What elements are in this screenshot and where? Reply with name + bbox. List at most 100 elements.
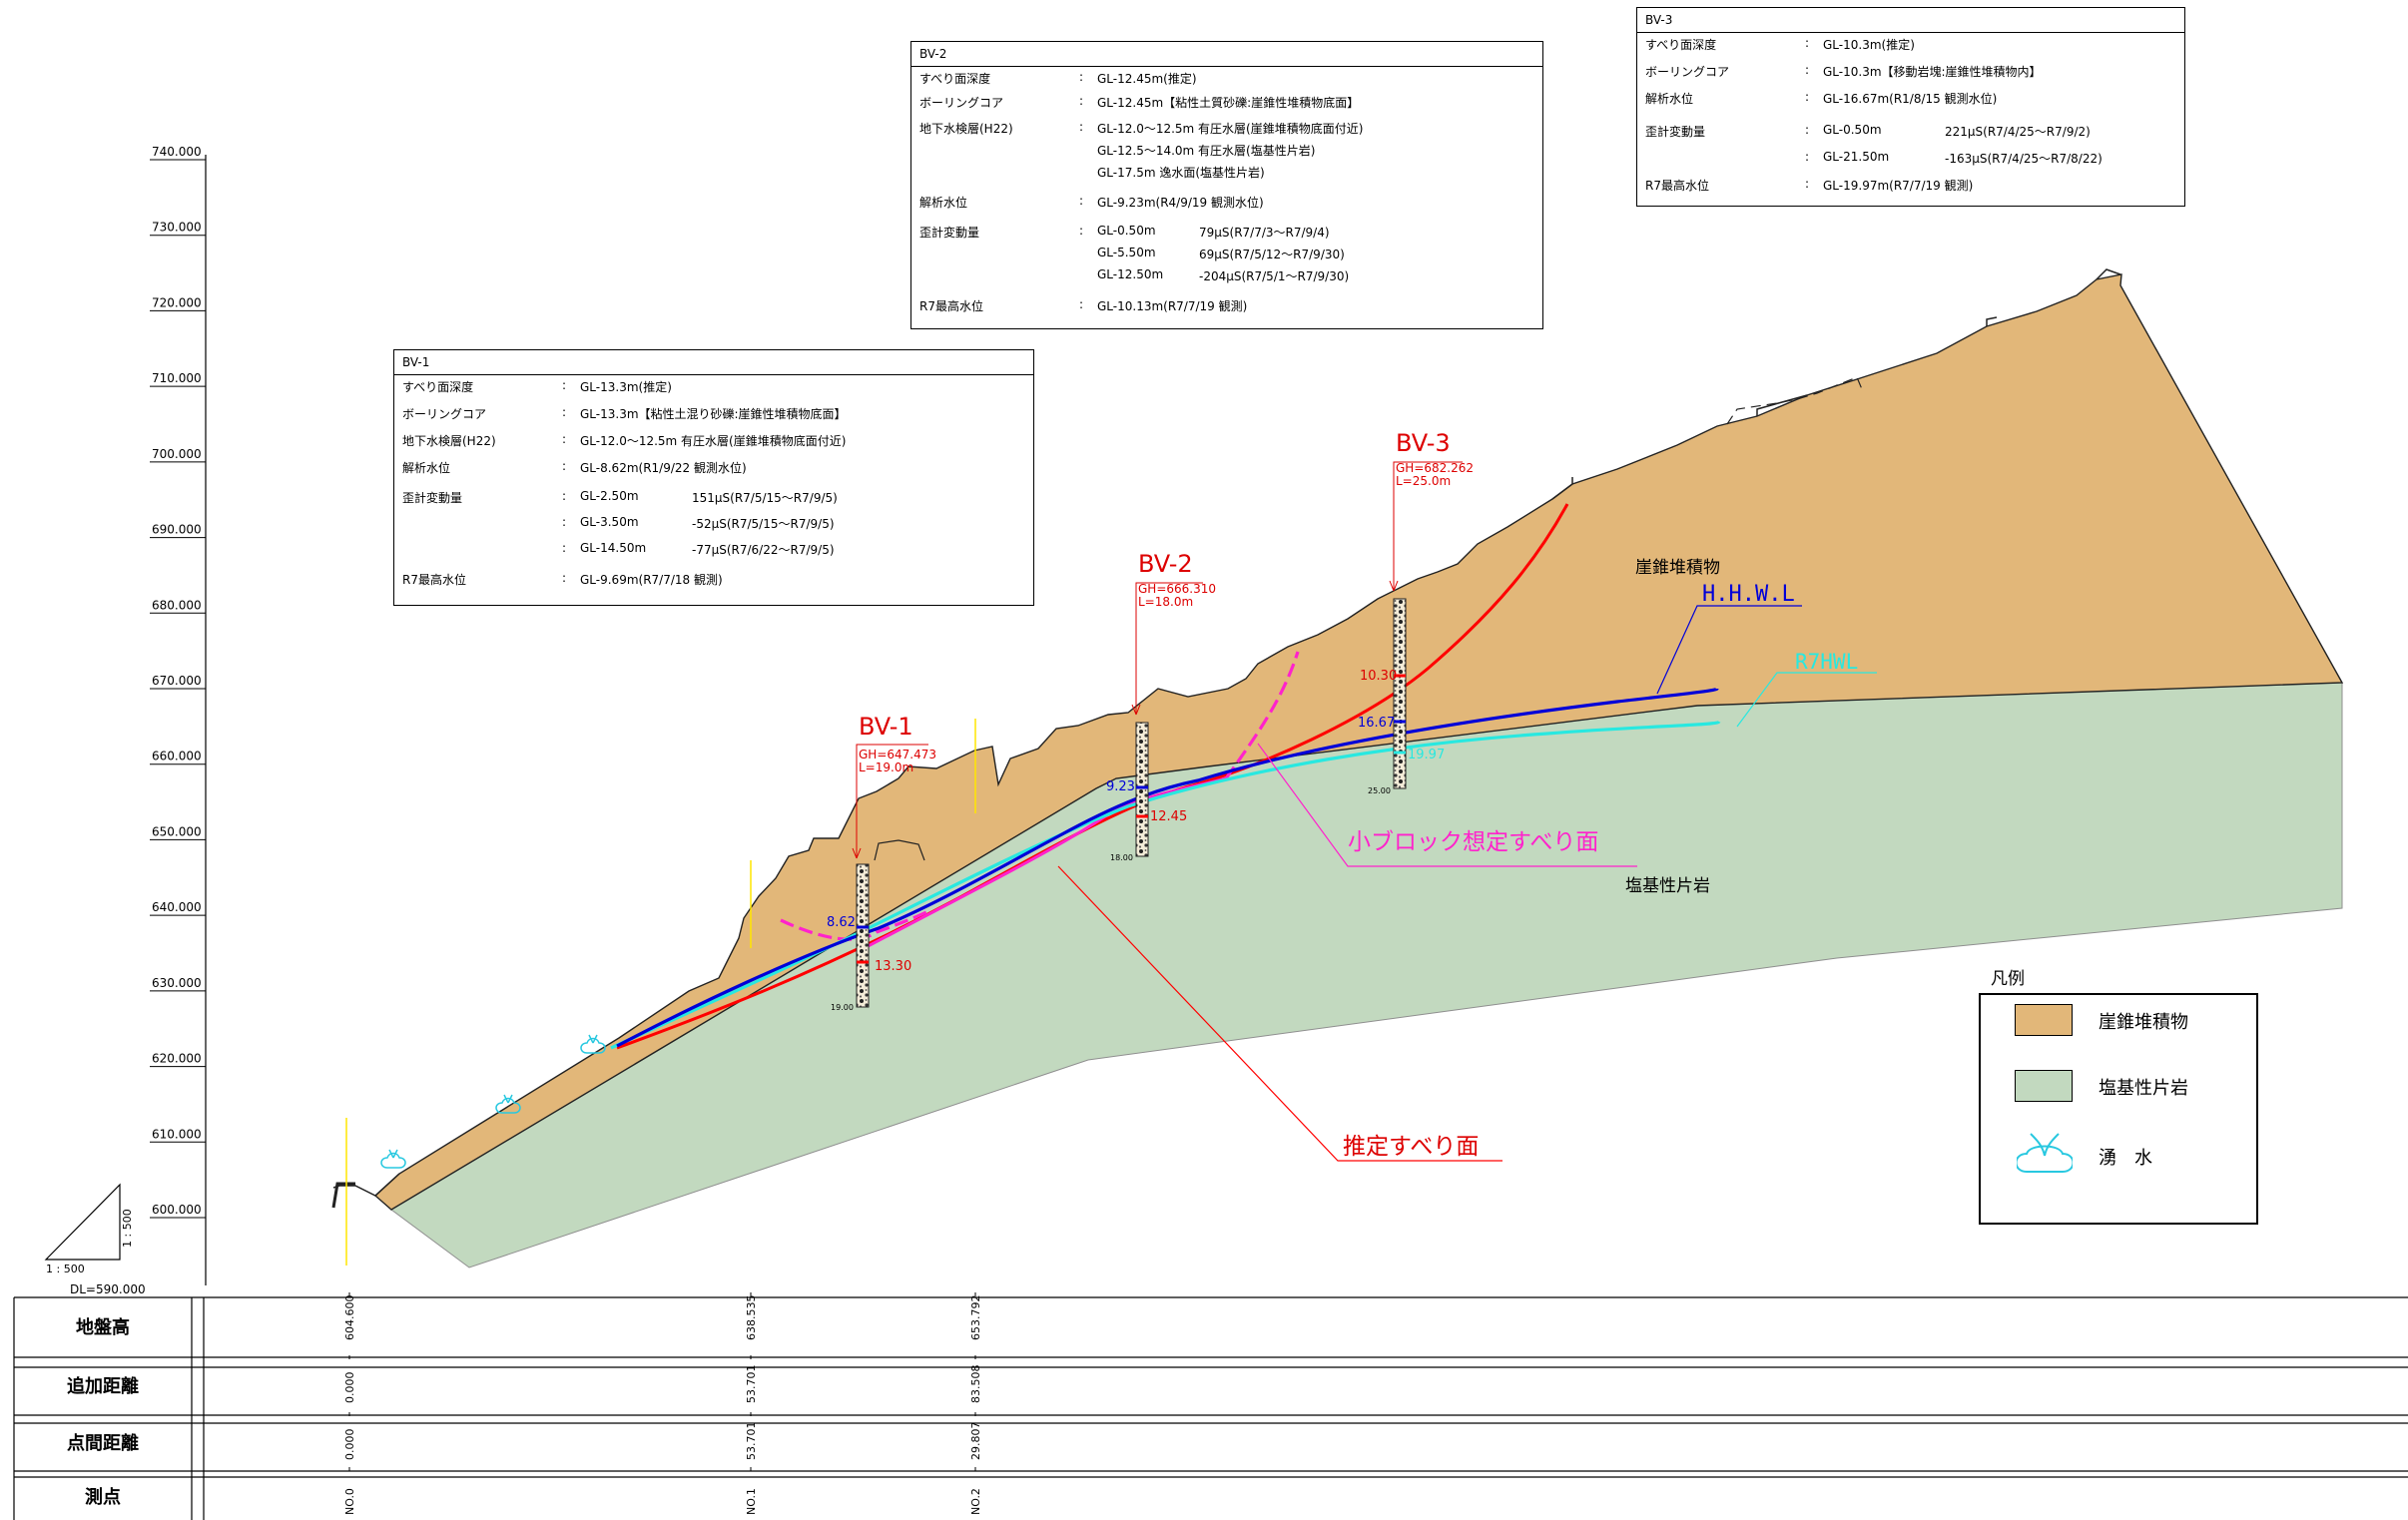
info-label: 地下水検層(H22) (919, 122, 1013, 136)
info-extra: -163μS(R7/4/25～R7/8/22) (1945, 152, 2103, 166)
hhwl-label: H.H.W.L (1702, 582, 1795, 607)
axis-tick-label: 660.000 (152, 750, 202, 763)
table-value-station: NO.1 (745, 1488, 758, 1515)
info-value: GL-3.50m (580, 515, 639, 529)
row-label-ground-height: 地盤高 (76, 1317, 130, 1338)
depth-mark-label: 8.62 (827, 915, 856, 930)
borehole-length: L=18.0m (1138, 595, 1193, 609)
info-label: 解析水位 (402, 461, 451, 475)
small-block-leader (1257, 743, 1637, 867)
borehole-name: BV-1 (859, 713, 913, 741)
axis-tick-label: 690.000 (152, 523, 202, 537)
small-block-slip-surface-2 (1224, 651, 1300, 779)
info-value: GL-14.50m (580, 541, 647, 555)
info-sep: : (1805, 177, 1810, 191)
reference-lines (345, 719, 976, 1266)
axis-tick-label: 710.000 (152, 371, 202, 385)
r7hwl-leader (1736, 672, 1877, 728)
info-sep: : (562, 489, 567, 503)
info-sep: : (562, 405, 567, 419)
slip-surface-leader (1057, 865, 1503, 1162)
info-value: GL-10.3m【移動岩塊:崖錐性堆積物内】 (1823, 65, 2042, 79)
table-value-station: NO.2 (969, 1488, 982, 1515)
axis-tick-label: 620.000 (152, 1052, 202, 1066)
info-sep: : (562, 459, 567, 473)
axis-tick-label: 640.000 (152, 900, 202, 914)
legend-talus-swatch (2015, 1004, 2073, 1036)
legend-talus-label: 崖錐堆積物 (2099, 1012, 2188, 1033)
talus-label: 崖錐堆積物 (1635, 558, 1720, 578)
info-extra: 79μS(R7/7/3～R7/9/4) (1199, 226, 1330, 240)
info-sep: : (562, 571, 567, 585)
schist-label: 塩基性片岩 (1625, 876, 1710, 896)
info-value: GL-0.50m (1097, 224, 1156, 238)
table-value-station: NO.0 (343, 1488, 356, 1515)
info-label: すべり面深度 (1645, 38, 1717, 52)
info-label: R7最高水位 (402, 573, 466, 587)
info-sep: : (1805, 123, 1810, 137)
info-value: GL-9.23m(R4/9/19 観測水位) (1097, 196, 1264, 210)
bv3-info-title: BV-3 (1637, 8, 2184, 33)
bv3-info-box: BV-3 すべり面深度:GL-10.3m(推定)ボーリングコア:GL-10.3m… (1636, 7, 2185, 207)
borehole-bv2-column (1135, 722, 1149, 857)
depth-mark-label: 10.30 (1360, 669, 1397, 684)
datum-label: DL=590.000 (70, 1282, 146, 1296)
table-value-ground: 653.792 (969, 1295, 982, 1341)
info-label: 解析水位 (919, 196, 968, 210)
info-label: ボーリングコア (1645, 65, 1730, 79)
info-value: GL-21.50m (1823, 150, 1890, 164)
bv1-info-box: BV-1 すべり面深度:GL-13.3m(推定)ボーリングコア:GL-13.3m… (393, 349, 1034, 606)
r7hwl-line (610, 720, 1721, 1050)
r7hwl-label: R7HWL (1795, 650, 1858, 674)
info-value: GL-13.3m(推定) (580, 380, 672, 394)
info-sep: : (562, 432, 567, 446)
axis-tick-label: 740.000 (152, 145, 202, 159)
bv2-info-box: BV-2 すべり面深度:GL-12.45m(推定)ボーリングコア:GL-12.4… (910, 41, 1543, 329)
borehole-bv1-column (856, 863, 870, 1008)
info-extra: 221μS(R7/4/25～R7/9/2) (1945, 125, 2091, 139)
info-label: ボーリングコア (402, 407, 487, 421)
table-value-cum: 0.000 (343, 1372, 356, 1404)
info-value: GL-12.50m (1097, 267, 1164, 281)
axis-tick-label: 670.000 (152, 674, 202, 688)
ground-left-edge (331, 1182, 355, 1209)
axis-tick-label: 650.000 (152, 824, 202, 838)
row-label-station: 測点 (85, 1487, 121, 1508)
bv2-info-title: BV-2 (911, 42, 1542, 67)
info-sep: : (1079, 70, 1084, 84)
bv2-bottom-depth: 18.00 (1110, 853, 1133, 862)
info-value: GL-12.45m(推定) (1097, 72, 1197, 86)
table-value-interval: 0.000 (343, 1429, 356, 1461)
slip-surface-magenta-lower (860, 776, 1227, 952)
info-label: すべり面深度 (919, 72, 991, 86)
borehole-name: BV-3 (1396, 429, 1451, 457)
depth-mark-label: 16.67 (1358, 716, 1395, 731)
table-value-cum: 83.508 (969, 1365, 982, 1404)
borehole-length: L=19.0m (859, 760, 913, 774)
info-sep: : (1079, 224, 1084, 238)
borehole-name: BV-2 (1138, 550, 1193, 578)
info-value: GL-16.67m(R1/8/15 観測水位) (1823, 92, 1998, 106)
info-sep: : (1805, 63, 1810, 77)
info-label: ボーリングコア (919, 96, 1004, 110)
info-sep: : (1079, 297, 1084, 311)
info-label: 歪計変動量 (919, 226, 980, 240)
info-sep: : (1079, 120, 1084, 134)
table-value-interval: 29.807 (969, 1422, 982, 1461)
legend-title: 凡例 (1991, 969, 2025, 989)
axis-tick-label: 680.000 (152, 598, 202, 612)
table-value-interval: 53.701 (745, 1422, 758, 1461)
axis-tick-label: 600.000 (152, 1203, 202, 1217)
ground-surface-line (332, 268, 2121, 1197)
borehole-gh: GH=666.310 (1138, 582, 1216, 596)
info-label: R7最高水位 (919, 299, 983, 313)
borehole-gh: GH=682.262 (1396, 461, 1474, 475)
table-value-ground: 638.535 (745, 1295, 758, 1341)
info-sep: : (1079, 94, 1084, 108)
info-label: すべり面深度 (402, 380, 474, 394)
info-value: GL-12.5～14.0m 有圧水層(塩基性片岩) (1097, 144, 1316, 158)
axis-tick-label: 720.000 (152, 295, 202, 309)
axis-tick-label: 610.000 (152, 1127, 202, 1141)
info-value: GL-5.50m (1097, 246, 1156, 259)
info-label: R7最高水位 (1645, 179, 1709, 193)
